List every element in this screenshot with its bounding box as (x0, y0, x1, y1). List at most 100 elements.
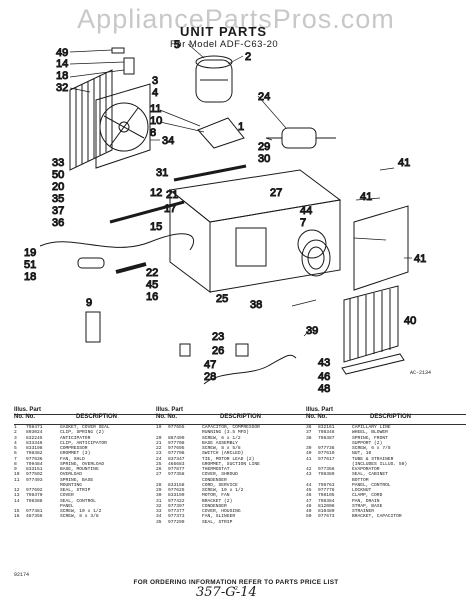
description: CAPACITOR, COMPRESSOR (202, 425, 260, 430)
callout-24: 24 (258, 91, 270, 103)
illus-no: 20 (156, 435, 162, 441)
description: NUT, 10 (352, 451, 372, 457)
callout-29: 29 (258, 141, 270, 153)
description: CONDENSER (202, 503, 227, 509)
part-no: 798388 (26, 498, 43, 504)
strainer-drawing (111, 47, 125, 54)
callout-43: 43 (318, 357, 330, 369)
rail-drawing-2 (173, 164, 247, 182)
callout-33: 33 (52, 157, 64, 169)
header-desc-1: DESCRIPTION (76, 414, 118, 420)
callout-21: 21 (166, 189, 178, 201)
description: COVER, SHROUD (202, 472, 238, 478)
part-no: 977736 (318, 446, 335, 451)
table-row: MOUNTING (14, 483, 154, 488)
part-no: 798763 (318, 482, 335, 488)
service-cord-drawing (203, 354, 297, 385)
table-row: SUPPORT (2) (306, 441, 466, 446)
description: SCREW, 6 x 7/8 (352, 446, 391, 451)
part-no: 812008 (318, 503, 335, 509)
callout-41-b: 41 (360, 191, 372, 203)
rail-drawing (109, 200, 185, 224)
illus-no: 19 (156, 425, 162, 430)
callout-9: 9 (86, 297, 92, 309)
illus-no: 22 (156, 446, 162, 451)
callout-14: 14 (56, 58, 68, 70)
illus-no: 27 (156, 472, 162, 478)
description: GROMMET, SUCTION LINE (202, 461, 260, 467)
compressor-drawing (195, 55, 233, 103)
illus-no: 37 (306, 430, 312, 436)
callout-38: 38 (250, 299, 262, 311)
callout-36: 36 (52, 217, 64, 229)
description: STRAINER (352, 509, 375, 514)
illus-no: 13 (14, 493, 20, 499)
description: SCREW, 10 x 1/2 (60, 509, 102, 514)
illus-no: 1 (14, 425, 17, 430)
table-row: RUNNING (3.5 MFD) (156, 430, 304, 435)
illus-no: 10 (14, 472, 20, 478)
illus-no: 29 (156, 488, 162, 493)
header-col2: Illus. Part No. No. (156, 407, 184, 420)
part-no: 977617 (318, 456, 335, 462)
description: BRACKET, CAPACITOR (352, 514, 402, 520)
part-no: 832161 (318, 425, 335, 430)
callout-18-b: 18 (24, 271, 36, 283)
description: EVAPORATOR (352, 467, 380, 472)
illus-no: 48 (306, 503, 312, 509)
illus-no: 25 (156, 461, 162, 467)
description: SEAL, CABINET (352, 472, 388, 478)
illus-no: 34 (156, 514, 162, 520)
description: MOTOR, FAN (202, 493, 230, 499)
callout-22: 22 (146, 267, 158, 279)
table-row: (INCLUDES ILLUS. 50) (306, 462, 466, 467)
callout-39: 39 (306, 325, 318, 337)
part-no: 977373 (168, 514, 185, 520)
anticipator-drawing (123, 57, 135, 75)
description: SEAL, CONTROL (60, 498, 96, 504)
description: PANEL, CONTROL (352, 482, 391, 488)
description: SCREW, 8 x 5/8 (202, 446, 241, 451)
page-title: UNIT PARTS (180, 24, 268, 39)
part-no: 798471 (26, 425, 43, 430)
part-no: 487356 (26, 514, 43, 520)
description: CORD, SERVICE (202, 482, 238, 488)
illus-no: 30 (156, 493, 162, 499)
callout-27: 27 (270, 187, 282, 199)
table-row: BOTTOM (306, 478, 466, 483)
thermostat-drawing (235, 343, 249, 357)
part-no: 977502 (26, 472, 43, 478)
description: CAPILLARY LINE (352, 425, 391, 430)
callout-48: 48 (318, 383, 330, 395)
description: FAN, SHLD (60, 456, 85, 462)
callout-19: 19 (24, 247, 36, 259)
description: CONDENSER (202, 477, 227, 483)
part-no: 977708 (168, 440, 185, 446)
illus-no: 3 (14, 435, 17, 441)
ordering-note: FOR ORDERING INFORMATION REFER TO PARTS … (133, 579, 339, 586)
callout-25: 25 (216, 293, 228, 305)
illus-no: 33 (156, 509, 162, 514)
description: STRAP, BASE (352, 503, 383, 509)
part-no: 977619 (318, 451, 335, 457)
part-no: 798470 (26, 493, 43, 499)
control-panel-drawing (353, 205, 409, 291)
illus-no: 21 (156, 440, 162, 446)
callout-12: 12 (150, 187, 162, 199)
illus-no: 35 (156, 519, 162, 525)
